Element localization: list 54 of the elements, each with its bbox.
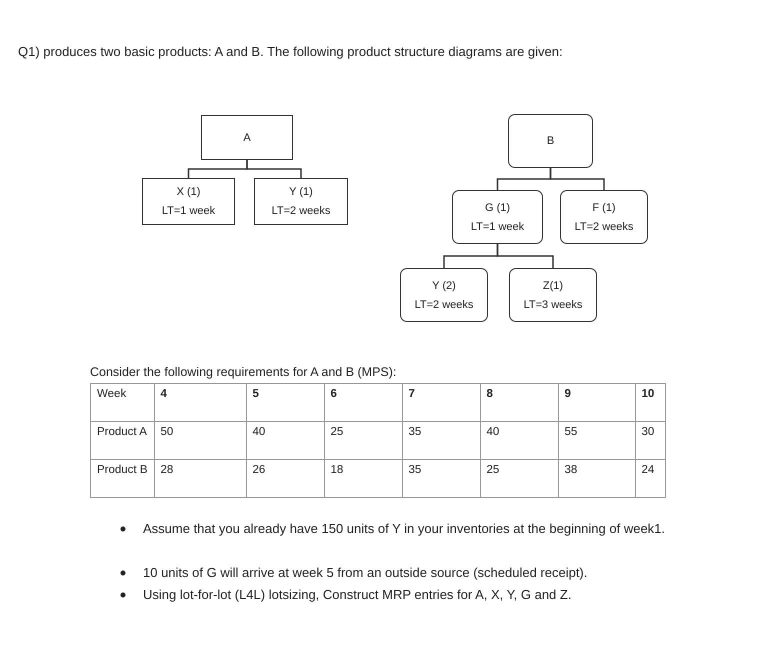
table-cell: 40 (246, 422, 324, 460)
question-text: Q1) produces two basic products: A and B. The following product structure diagrams are given: (18, 43, 564, 61)
header-cell: 9 (558, 384, 635, 422)
part-name: F (1) (592, 202, 616, 214)
part-box (509, 268, 597, 322)
bullet-text: 10 units of G will arrive at week 5 from an outside source (scheduled receipt). (143, 564, 588, 582)
table-cell: 28 (154, 460, 246, 498)
tree-connector (550, 168, 605, 190)
part-box (254, 178, 348, 225)
table-cell: Product A (90, 422, 154, 460)
table-cell: 55 (558, 422, 635, 460)
table-cell: 26 (246, 460, 324, 498)
table-cell: 25 (324, 422, 402, 460)
tree-connector (496, 244, 554, 268)
part-name: Y (1) (289, 186, 313, 198)
lead-time: LT=2 weeks (414, 298, 474, 310)
part-box (142, 178, 235, 225)
header-cell: 4 (154, 384, 246, 422)
header-cell: 8 (480, 384, 558, 422)
table-cell: 35 (402, 422, 480, 460)
lead-time: LT=1 week (470, 220, 524, 232)
lead-time: LT=3 weeks (524, 298, 582, 310)
part-name: Z(1) (542, 280, 564, 292)
header-cell: 7 (402, 384, 480, 422)
header-cell: Week (90, 384, 154, 422)
tree-connector (246, 160, 302, 178)
table-cell: 25 (480, 460, 558, 498)
bullet-text: Assume that you already have 150 units of Y in your inventories at the beginning of week1. (143, 520, 666, 538)
lead-time: LT=1 week (162, 205, 216, 217)
lead-time: LT=2 weeks (272, 205, 330, 217)
bullet-text: Using lot-for-lot (L4L) lotsizing, Construct MRP entries for A, X, Y, G and Z. (143, 586, 572, 604)
part-name: B (546, 135, 554, 147)
part-name: X (1) (176, 186, 200, 198)
table-cell: Product B (90, 460, 154, 498)
part-box (508, 114, 593, 168)
part-name: Y (2) (432, 280, 456, 292)
part-name: A (243, 132, 251, 144)
table-caption: Consider the following requirements for A and B (MPS): (90, 364, 398, 381)
table-cell: 30 (635, 422, 665, 460)
header-cell: 6 (324, 384, 402, 422)
part-box (560, 190, 648, 244)
lead-time: LT=2 weeks (574, 220, 634, 232)
part-name: G (1) (484, 202, 510, 214)
table-cell: 38 (558, 460, 635, 498)
header-cell: 5 (246, 384, 324, 422)
part-box (452, 190, 543, 244)
table-cell: 40 (480, 422, 558, 460)
table-cell: 18 (324, 460, 402, 498)
header-cell: 10 (635, 384, 665, 422)
part-box (400, 268, 488, 322)
table-cell: 50 (154, 422, 246, 460)
table-cell: 35 (402, 460, 480, 498)
table-cell: 24 (635, 460, 665, 498)
part-box (201, 115, 293, 160)
